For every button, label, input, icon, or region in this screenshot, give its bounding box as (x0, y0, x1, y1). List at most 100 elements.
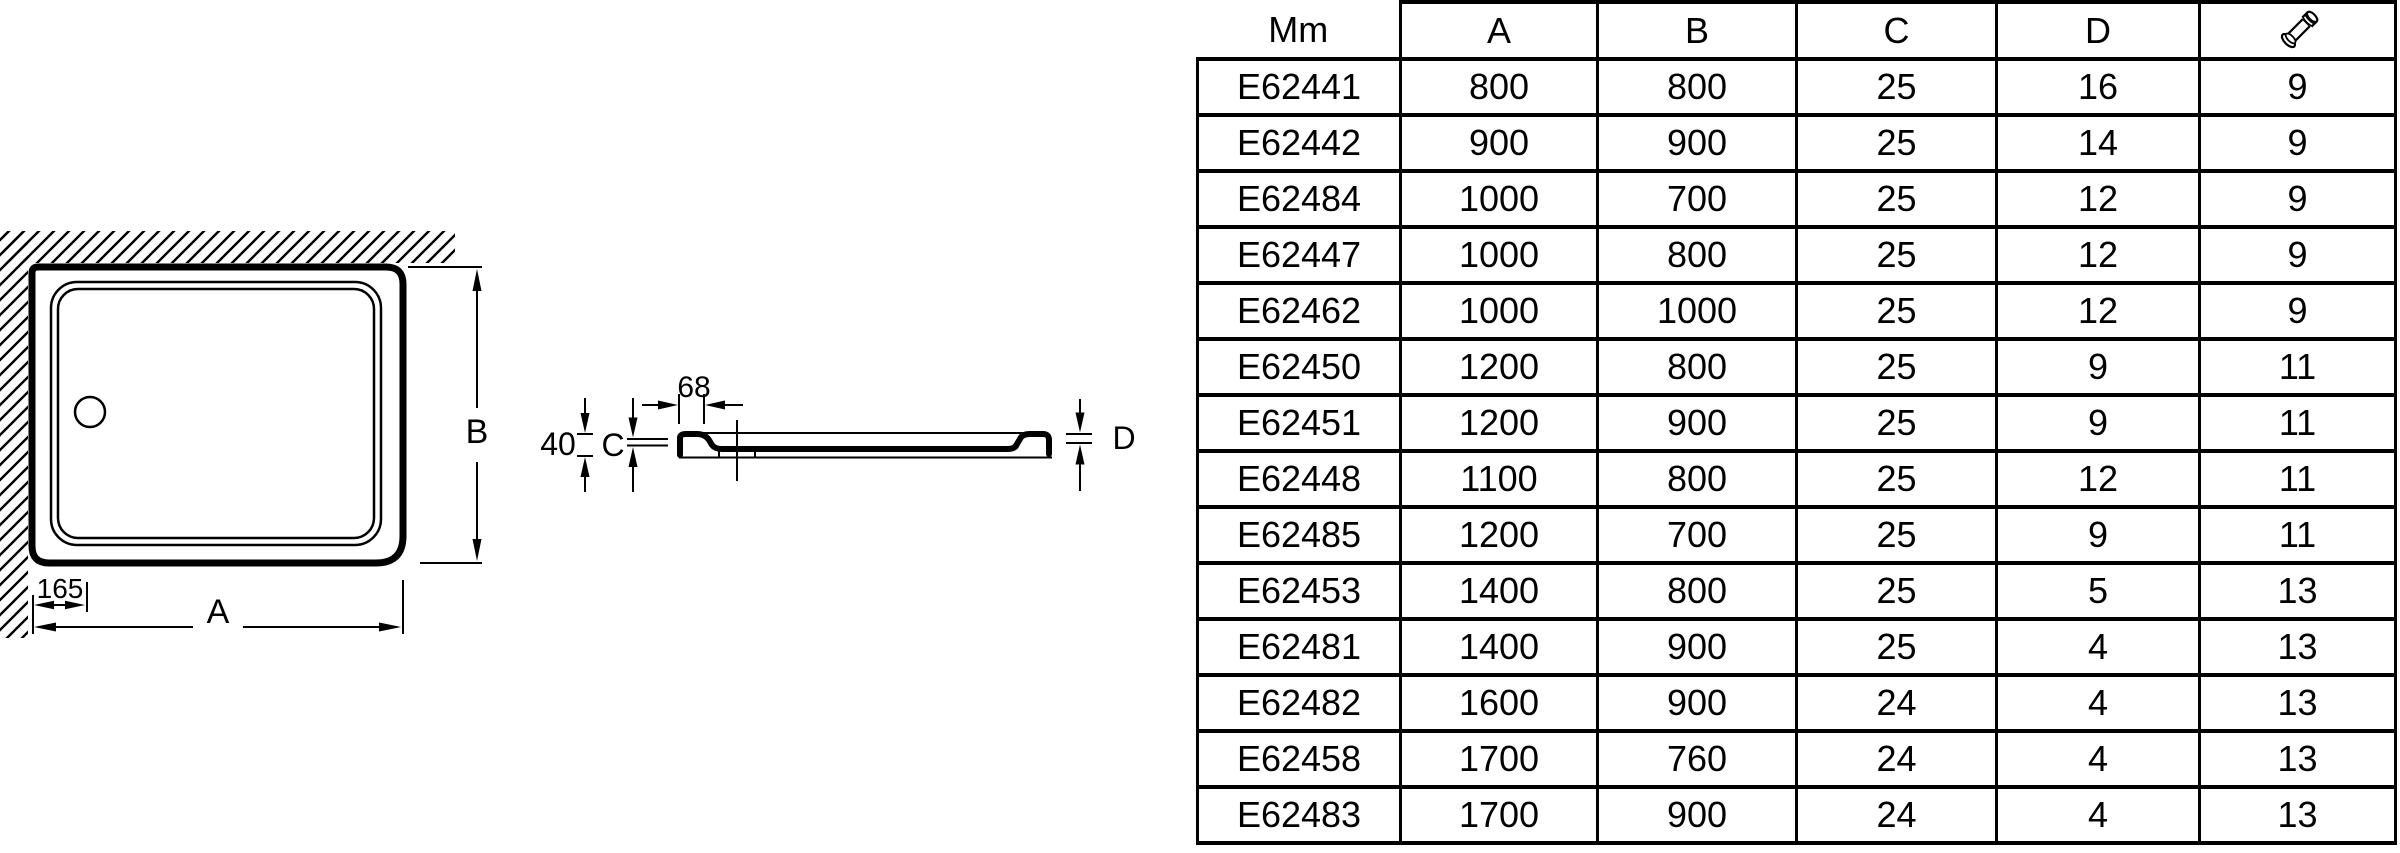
cell-legs: 9 (2198, 57, 2397, 117)
cell-d: 9 (1995, 393, 2201, 453)
wall-hatch-left (0, 231, 28, 638)
cell-a: 1000 (1399, 169, 1599, 229)
cell-d: 12 (1995, 169, 2201, 229)
cell-a: 1600 (1399, 673, 1599, 733)
cell-b: 760 (1596, 729, 1798, 789)
cell-c: 24 (1795, 785, 1998, 845)
col-header-a: A (1399, 0, 1599, 61)
cell-ref: E62453 (1196, 561, 1402, 621)
cell-c: 25 (1795, 337, 1998, 397)
cell-a: 1100 (1399, 449, 1599, 509)
cell-legs: 13 (2198, 785, 2397, 845)
dimensions-table: Mm A B C D (1196, 0, 2397, 845)
dim-40-label: 40 (540, 426, 576, 462)
cell-ref: E62485 (1196, 505, 1402, 565)
col-header-d: D (1995, 0, 2201, 61)
cell-a: 1000 (1399, 225, 1599, 285)
cell-legs: 9 (2198, 169, 2397, 229)
cell-ref: E62462 (1196, 281, 1402, 341)
dim-b (408, 266, 482, 564)
cell-legs: 9 (2198, 281, 2397, 341)
cell-ref: E62447 (1196, 225, 1402, 285)
profile-drain-recess (718, 450, 756, 457)
dim-68-label: 68 (677, 371, 710, 404)
cell-b: 900 (1596, 393, 1798, 453)
cell-ref: E62482 (1196, 673, 1402, 733)
cell-legs: 13 (2198, 617, 2397, 677)
cell-b: 900 (1596, 673, 1798, 733)
cell-b: 700 (1596, 505, 1798, 565)
cell-d: 4 (1995, 617, 2201, 677)
cell-a: 1000 (1399, 281, 1599, 341)
cell-b: 900 (1596, 785, 1798, 845)
cell-b: 800 (1596, 449, 1798, 509)
tray-inner-rim-outer (49, 280, 383, 547)
tray-inner-rim-inner (56, 287, 376, 540)
cell-d: 14 (1995, 113, 2201, 173)
leg-bolt-icon (2280, 10, 2318, 48)
dim-a (32, 580, 404, 634)
cell-b: 800 (1596, 337, 1798, 397)
col-header-legs (2198, 0, 2397, 61)
cell-a: 1200 (1399, 505, 1599, 565)
dim-40 (577, 398, 593, 492)
cell-a: 800 (1399, 57, 1599, 117)
dim-165 (34, 582, 88, 612)
technical-drawing: B A 165 (0, 231, 1136, 638)
cell-d: 9 (1995, 337, 2201, 397)
cell-legs: 13 (2198, 673, 2397, 733)
cell-b: 700 (1596, 169, 1798, 229)
cell-c: 25 (1795, 561, 1998, 621)
cell-d: 16 (1995, 57, 2201, 117)
cell-c: 24 (1795, 673, 1998, 733)
cell-c: 25 (1795, 113, 1998, 173)
plan-view: B A 165 (0, 231, 488, 638)
cell-d: 4 (1995, 673, 2201, 733)
cell-ref: E62450 (1196, 337, 1402, 397)
col-header-ref: Mm (1197, 2, 1402, 61)
cell-d: 4 (1995, 785, 2201, 845)
cell-b: 800 (1596, 561, 1798, 621)
tray-outline (28, 263, 407, 567)
cell-a: 1700 (1399, 729, 1599, 789)
drain-circle (73, 395, 107, 429)
cell-legs: 11 (2198, 449, 2397, 509)
cell-legs: 13 (2198, 729, 2397, 789)
dim-b-label: B (466, 413, 489, 451)
col-header-b: B (1596, 0, 1798, 61)
cell-a: 1400 (1399, 561, 1599, 621)
cell-ref: E62458 (1196, 729, 1402, 789)
profile-view: 68 40 C (540, 371, 1136, 492)
cell-c: 24 (1795, 729, 1998, 789)
cell-b: 900 (1596, 113, 1798, 173)
cell-ref: E62484 (1196, 169, 1402, 229)
dim-d-label: D (1112, 420, 1135, 456)
cell-c: 25 (1795, 617, 1998, 677)
cell-c: 25 (1795, 169, 1998, 229)
cell-legs: 11 (2198, 393, 2397, 453)
cell-c: 25 (1795, 505, 1998, 565)
table-header-row: Mm A B C D (1197, 0, 2397, 61)
col-header-c: C (1795, 0, 1998, 61)
cell-legs: 13 (2198, 561, 2397, 621)
dim-165-label: 165 (37, 573, 84, 604)
cell-ref: E62448 (1196, 449, 1402, 509)
cell-b: 900 (1596, 617, 1798, 677)
dim-68 (642, 394, 743, 424)
cell-ref: E62451 (1196, 393, 1402, 453)
dim-a-label: A (207, 593, 230, 631)
cell-ref: E62481 (1196, 617, 1402, 677)
cell-d: 5 (1995, 561, 2201, 621)
cell-a: 1400 (1399, 617, 1599, 677)
cell-b: 800 (1596, 225, 1798, 285)
